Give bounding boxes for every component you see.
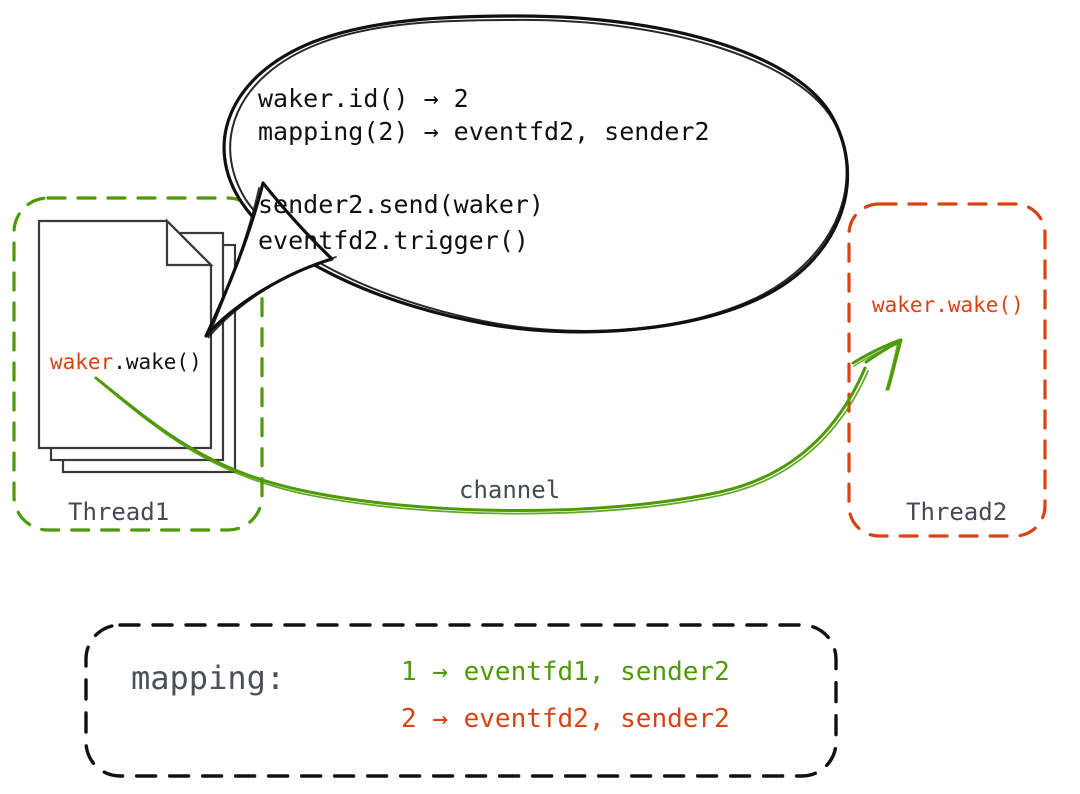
bubble-line-2: mapping(2) → eventfd2, sender2 — [258, 117, 710, 146]
thread2-label: Thread2 — [906, 498, 1008, 526]
channel-curve-sketch — [98, 370, 869, 515]
channel-curve — [94, 366, 867, 513]
bubble-line-1: waker.id() → 2 — [258, 84, 469, 113]
thread2-boundary-box — [847, 202, 1047, 538]
mapping-entry-2: 2 → eventfd2, sender2 — [401, 704, 730, 734]
speech-bubble-tail-sketch — [207, 187, 337, 339]
waker-token: waker — [50, 350, 114, 374]
mapping-title: mapping: — [131, 659, 286, 697]
bubble-line-3: sender2.send(waker) — [258, 190, 544, 219]
mapping-entry-1: 1 → eventfd1, sender2 — [401, 657, 730, 687]
thread1-boundary-box — [12, 196, 264, 532]
document-fold-corner — [165, 218, 214, 267]
channel-arrowhead-right-barb-sketch — [885, 341, 899, 391]
thread2-waker-wake-call: waker.wake() — [872, 293, 1024, 317]
mapping-boundary-box — [84, 623, 838, 778]
channel-arrowhead-right-barb — [886, 338, 903, 391]
speech-bubble-outline — [222, 14, 849, 334]
channel-arrowhead-tip — [864, 338, 903, 364]
bubble-line-4: eventfd2.trigger() — [258, 226, 529, 255]
channel-label: channel — [459, 476, 561, 504]
document-waker-wake-call: waker.wake() — [50, 352, 202, 373]
thread1-label: Thread1 — [68, 498, 170, 526]
document-sheet-front — [37, 219, 213, 450]
speech-bubble-outline-sketch — [229, 18, 848, 332]
wake-call-token: .wake() — [113, 350, 202, 374]
